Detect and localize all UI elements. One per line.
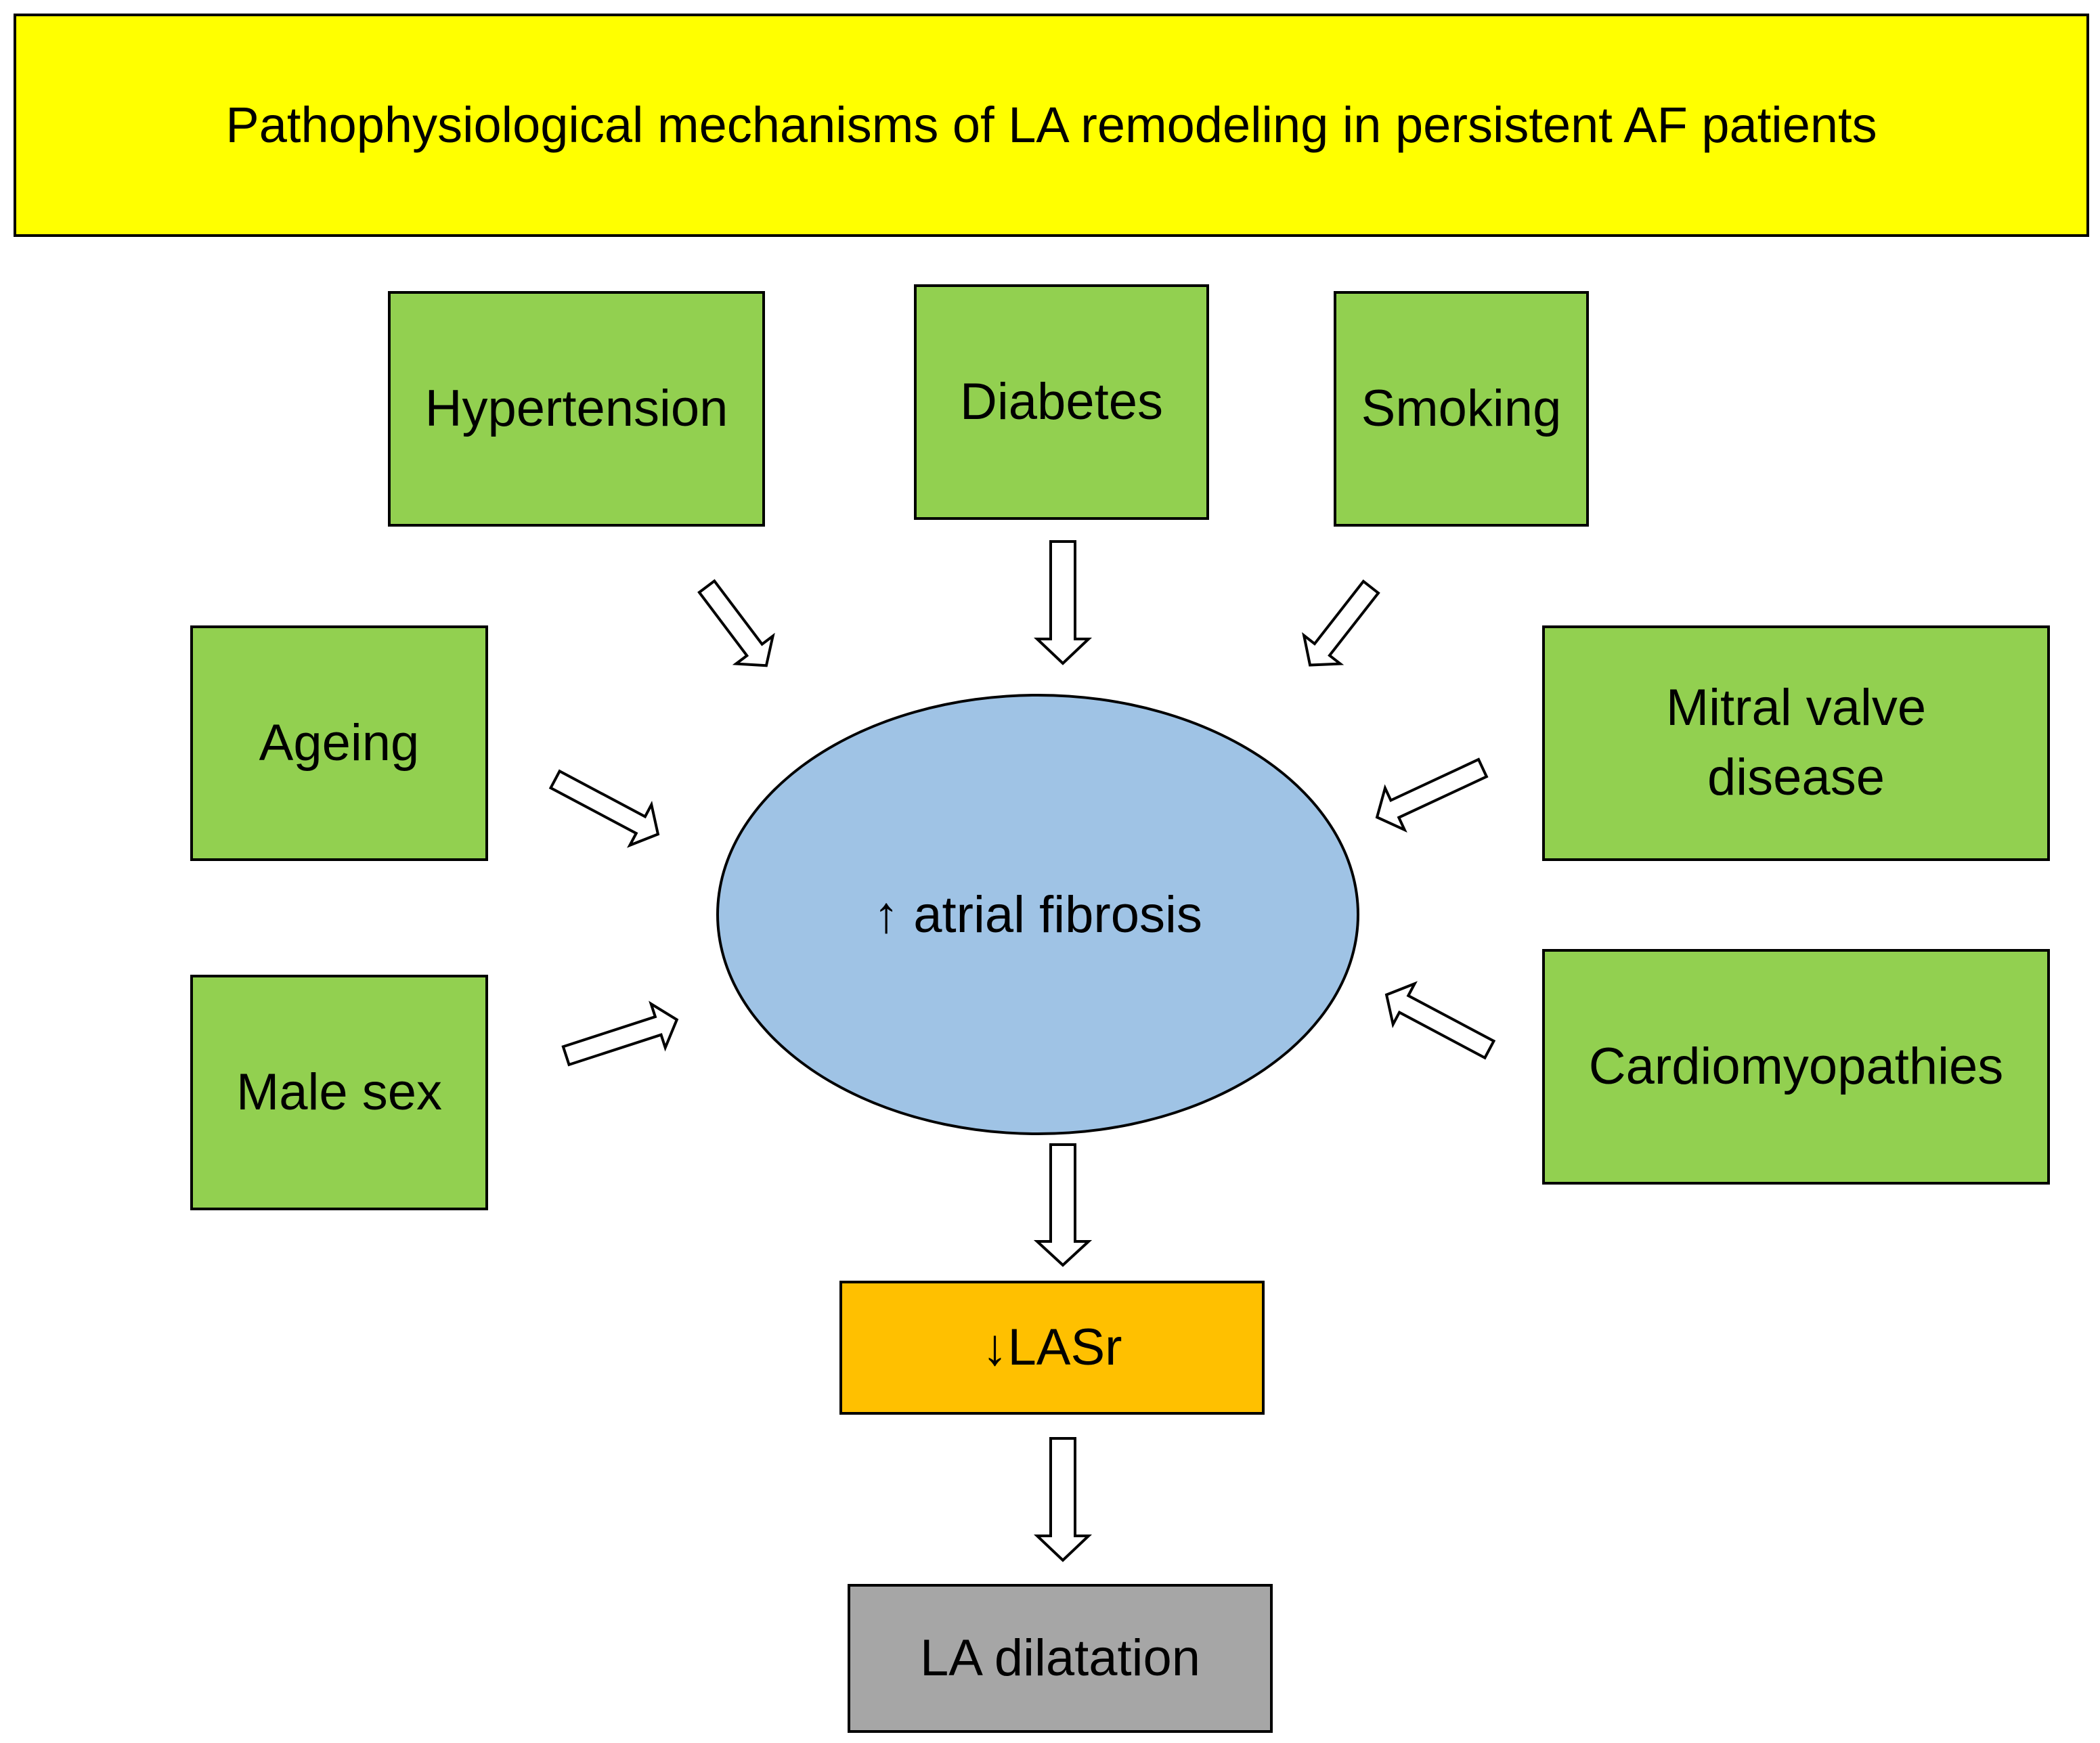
factor-cardiomyopathies-label: Cardiomyopathies — [1588, 1037, 2004, 1095]
diagram-title: Pathophysiological mechanisms of LA remo… — [225, 97, 1877, 154]
factor-diabetes-label: Diabetes — [960, 372, 1163, 431]
lasr-node: ↓LASr — [839, 1281, 1265, 1415]
title-banner: Pathophysiological mechanisms of LA remo… — [14, 14, 2089, 237]
atrial-fibrosis-label: ↑ atrial fibrosis — [873, 885, 1202, 944]
factor-cardiomyopathies: Cardiomyopathies — [1542, 949, 2050, 1185]
factor-ageing-label: Ageing — [259, 713, 420, 772]
arrow-diabetes-to-fibrosis — [1033, 540, 1093, 665]
atrial-fibrosis-node: ↑ atrial fibrosis — [716, 694, 1359, 1135]
arrow-cardiomyopathies-to-fibrosis — [1384, 981, 1496, 1060]
factor-smoking: Smoking — [1334, 291, 1589, 527]
arrow-fibrosis-to-lasr — [1033, 1143, 1093, 1267]
factor-mitral-valve-disease: Mitral valve disease — [1542, 625, 2050, 861]
factor-mitral-valve-disease-label: Mitral valve disease — [1665, 679, 1927, 806]
arrow-hypertension-to-fibrosis — [697, 579, 775, 667]
arrow-mitral-to-fibrosis — [1375, 757, 1489, 833]
la-dilatation-node: LA dilatation — [848, 1584, 1273, 1733]
factor-hypertension: Hypertension — [388, 291, 765, 527]
factor-male-sex: Male sex — [190, 975, 488, 1210]
arrow-ageing-to-fibrosis — [548, 769, 660, 848]
factor-diabetes: Diabetes — [914, 284, 1209, 520]
arrow-smoking-to-fibrosis — [1302, 579, 1380, 667]
factor-smoking-label: Smoking — [1361, 379, 1562, 437]
la-dilatation-label: LA dilatation — [919, 1629, 1201, 1687]
lasr-label: ↓LASr — [982, 1318, 1122, 1376]
arrow-lasr-to-dilatation — [1033, 1437, 1093, 1562]
factor-male-sex-label: Male sex — [236, 1063, 443, 1121]
arrow-male-sex-to-fibrosis — [561, 1000, 679, 1067]
factor-ageing: Ageing — [190, 625, 488, 861]
factor-hypertension-label: Hypertension — [424, 379, 728, 437]
